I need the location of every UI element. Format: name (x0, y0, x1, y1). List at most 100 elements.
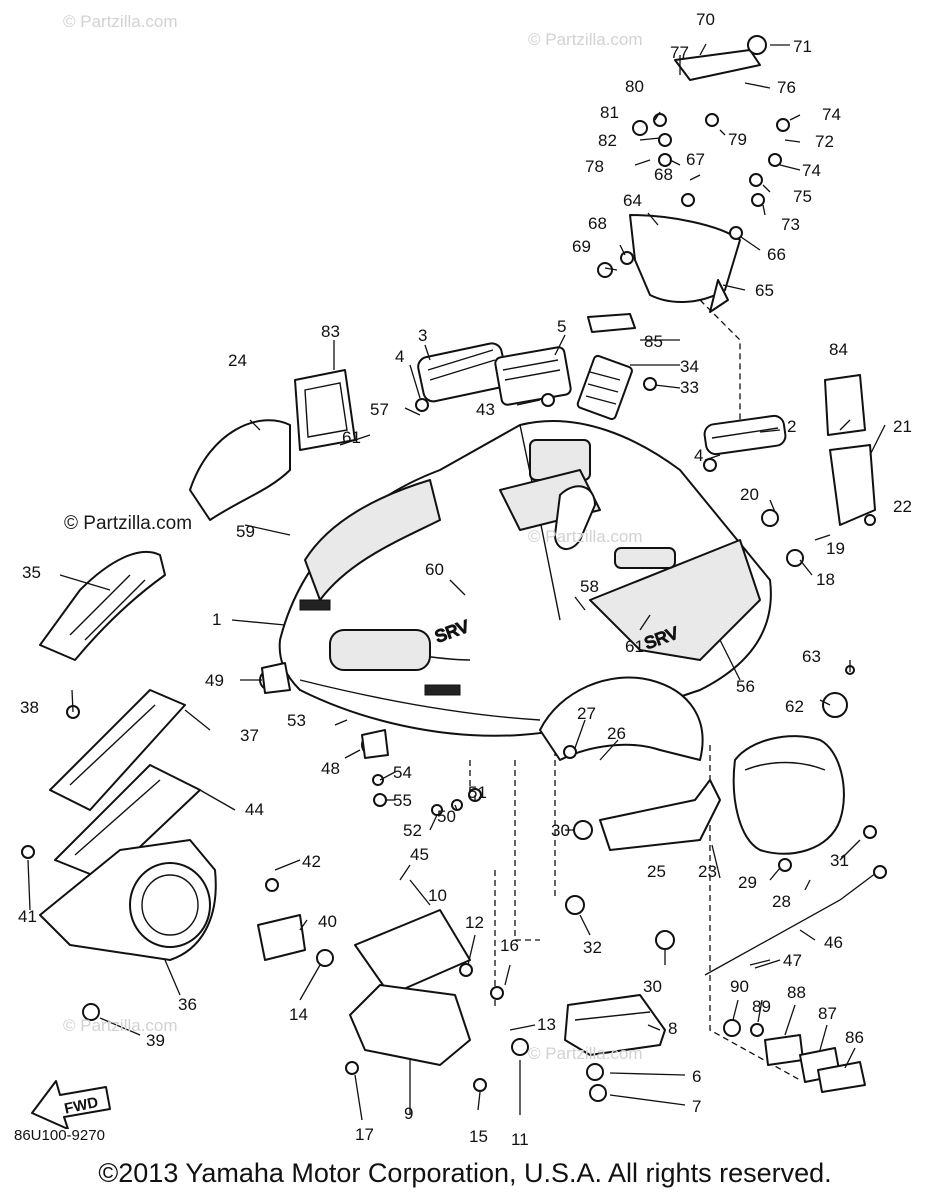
callout-9: 9 (404, 1104, 413, 1123)
callout-82: 82 (598, 131, 617, 150)
callout-19: 19 (826, 539, 845, 558)
watermark-bottom-left: © Partzilla.com (63, 1016, 178, 1035)
callout-13: 13 (537, 1015, 556, 1034)
callout-55: 55 (393, 791, 412, 810)
watermark-top-left: © Partzilla.com (63, 12, 178, 31)
watermark-top-right: © Partzilla.com (528, 30, 643, 49)
callout-50: 50 (437, 807, 456, 826)
callout-49: 49 (205, 671, 224, 690)
copyright-notice: ©2013 Yamaha Motor Corporation, U.S.A. A… (98, 1158, 832, 1188)
callout-84: 84 (829, 340, 848, 359)
callout-86: 86 (845, 1028, 864, 1047)
watermark-bottom-right: © Partzilla.com (528, 1044, 643, 1063)
callout-63: 63 (802, 647, 821, 666)
vent-part-2[interactable] (703, 414, 787, 456)
louver-35[interactable] (39, 550, 166, 661)
callout-17: 17 (355, 1125, 374, 1144)
callout-65: 65 (755, 281, 774, 300)
callout-90: 90 (730, 977, 749, 996)
air-box-37[interactable] (49, 689, 186, 811)
callout-45: 45 (410, 845, 429, 864)
callout-15: 15 (469, 1127, 488, 1146)
callout-81: 81 (600, 103, 619, 122)
mount-21[interactable] (829, 444, 876, 526)
tray-10[interactable] (354, 909, 471, 996)
callout-87: 87 (818, 1004, 837, 1023)
callout-32: 32 (583, 938, 602, 957)
callout-64: 64 (623, 191, 642, 210)
callout-21: 21 (893, 417, 912, 436)
callout-52: 52 (403, 821, 422, 840)
callout-40: 40 (318, 912, 337, 931)
vent-part-34[interactable] (576, 354, 633, 421)
callout-27: 27 (577, 704, 596, 723)
callout-12: 12 (465, 913, 484, 932)
callout-23: 23 (698, 862, 717, 881)
decal-84[interactable] (824, 374, 866, 436)
callout-16: 16 (500, 936, 519, 955)
callout-43: 43 (476, 400, 495, 419)
fasteners (21, 35, 877, 1102)
cable-46[interactable] (704, 865, 887, 976)
callout-26: 26 (607, 724, 626, 743)
hood-assembly[interactable]: SRV SRV (278, 420, 772, 737)
belly-pan[interactable] (539, 676, 704, 761)
callout-69: 69 (572, 237, 591, 256)
bracket-9[interactable] (349, 984, 471, 1066)
callout-78: 78 (585, 157, 604, 176)
watermark-center-left: © Partzilla.com (64, 513, 193, 534)
callout-56: 56 (736, 677, 755, 696)
handlebar-cover-70[interactable] (674, 49, 761, 81)
callout-46: 46 (824, 933, 843, 952)
document-code: 86U100-9270 (14, 1127, 105, 1144)
callout-61b: 61 (625, 637, 644, 656)
callout-6: 6 (692, 1067, 701, 1086)
callout-44: 44 (245, 800, 264, 819)
side-panel-24[interactable] (189, 419, 291, 521)
dash-panel-64[interactable] (629, 214, 741, 303)
callout-39: 39 (146, 1031, 165, 1050)
callout-68b: 68 (588, 214, 607, 233)
callout-5: 5 (557, 317, 566, 336)
callout-4a: 4 (395, 347, 404, 366)
callout-79: 79 (728, 130, 747, 149)
callout-1: 1 (212, 610, 221, 629)
callout-66: 66 (767, 245, 786, 264)
callout-57: 57 (370, 400, 389, 419)
callout-72: 72 (815, 132, 834, 151)
forward-direction-arrow-icon: FWD (31, 1080, 111, 1129)
callout-74b: 74 (802, 161, 821, 180)
callout-34: 34 (680, 357, 699, 376)
callout-60: 60 (425, 560, 444, 579)
callout-80: 80 (625, 77, 644, 96)
plate-88[interactable] (764, 1034, 804, 1066)
callout-71: 71 (793, 37, 812, 56)
callout-53: 53 (287, 711, 306, 730)
callout-61a: 61 (342, 428, 361, 447)
fan-shroud-36[interactable] (39, 839, 217, 961)
callout-51: 51 (468, 783, 487, 802)
forward-direction-label: FWD (63, 1094, 100, 1118)
callout-74a: 74 (822, 105, 841, 124)
callout-14: 14 (289, 1005, 308, 1024)
callout-30b: 30 (643, 977, 662, 996)
callout-4b: 4 (694, 446, 703, 465)
vent-part-3[interactable] (416, 342, 508, 404)
callout-29: 29 (738, 873, 757, 892)
callout-33: 33 (680, 378, 699, 397)
headlight-cover[interactable] (732, 735, 845, 855)
callout-25: 25 (647, 862, 666, 881)
callout-59: 59 (236, 522, 255, 541)
callout-37: 37 (240, 726, 259, 745)
callout-62: 62 (785, 697, 804, 716)
callout-20: 20 (740, 485, 759, 504)
callout-2: 2 (787, 417, 796, 436)
callout-22: 22 (893, 497, 912, 516)
callout-76: 76 (777, 78, 796, 97)
bracket-25[interactable] (599, 779, 721, 851)
tray-8[interactable] (564, 994, 666, 1056)
callout-88: 88 (787, 983, 806, 1002)
vent-part-5[interactable] (494, 346, 572, 406)
decal-85[interactable] (587, 313, 636, 333)
